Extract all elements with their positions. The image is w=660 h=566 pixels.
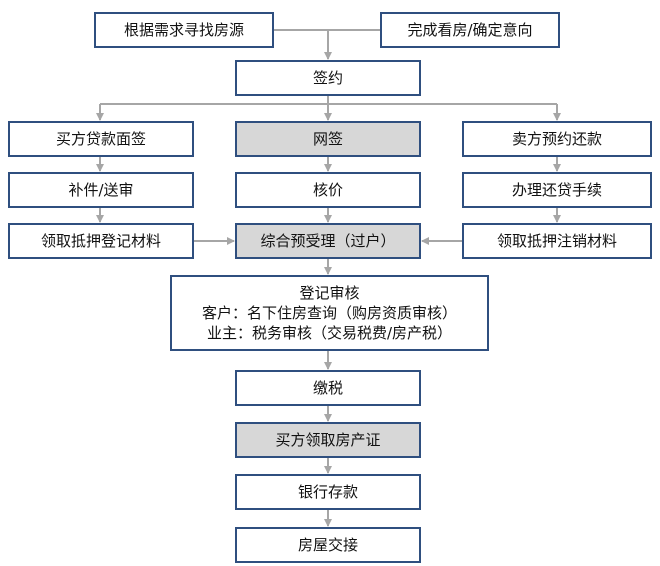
node-online-sign: 网签 xyxy=(235,121,421,157)
node-buyer-loan: 买方贷款面签 xyxy=(8,121,194,157)
node-sign: 签约 xyxy=(235,60,421,96)
node-transfer: 综合预受理（过户） xyxy=(235,223,421,259)
review-owner: 业主：税务审核（交易税费/房产税） xyxy=(206,324,453,342)
node-find-source: 根据需求寻找房源 xyxy=(94,12,274,48)
review-customer: 客户：名下住房查询（购房资质审核） xyxy=(201,304,457,322)
node-viewing: 完成看房/确定意向 xyxy=(380,12,560,48)
node-repay-procedure: 办理还贷手续 xyxy=(462,172,652,208)
node-valuation: 核价 xyxy=(235,172,421,208)
node-review: 登记审核 客户：名下住房查询（购房资质审核） 业主：税务审核（交易税费/房产税） xyxy=(170,275,489,351)
node-collect-mortgage-reg: 领取抵押登记材料 xyxy=(8,223,194,259)
node-collect-mortgage-cancel: 领取抵押注销材料 xyxy=(462,223,652,259)
node-bank-deposit: 银行存款 xyxy=(235,474,421,510)
node-seller-repay: 卖方预约还款 xyxy=(462,121,652,157)
node-tax: 缴税 xyxy=(235,370,421,406)
node-certificate: 买方领取房产证 xyxy=(235,422,421,458)
review-title: 登记审核 xyxy=(299,284,360,302)
node-supplement: 补件/送审 xyxy=(8,172,194,208)
node-handover: 房屋交接 xyxy=(235,527,421,563)
